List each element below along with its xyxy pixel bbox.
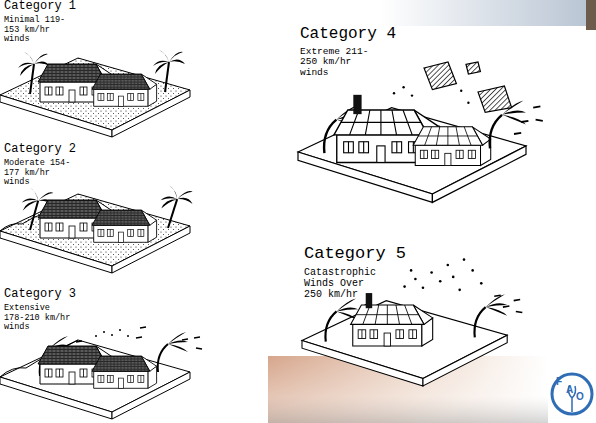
house	[92, 356, 157, 388]
roof-debris	[95, 327, 188, 340]
category-heading: Category 5	[304, 245, 406, 264]
category-heading: Category 1	[4, 0, 76, 13]
wind-description: Extreme 211-250 km/hr winds	[300, 47, 378, 79]
wind-description: Minimal 119-153 km/hr winds	[4, 16, 73, 45]
flying-roof-piece	[466, 62, 480, 74]
category-panel: Category 3 Extensive 178-210 km/hr winds	[4, 288, 76, 333]
logo-letter: A	[566, 385, 573, 395]
category-heading: Category 3	[4, 288, 76, 301]
palm-tree	[158, 332, 202, 372]
palm-tree	[474, 294, 522, 337]
category-1-illustration	[0, 50, 190, 137]
category-3-illustration	[0, 327, 202, 419]
fao-logo	[552, 374, 592, 414]
banner-edge	[586, 0, 596, 30]
flying-debris	[403, 258, 509, 307]
ground-slab	[302, 301, 507, 386]
flying-roof-piece	[424, 62, 456, 90]
roof-debris	[393, 86, 529, 134]
palm-tree	[153, 50, 185, 92]
wind-description: Catastrophic Winds Over 250 km/hr	[304, 267, 386, 301]
house	[92, 74, 157, 106]
logo-letter: F	[556, 377, 562, 387]
banner-gradient	[380, 0, 596, 26]
category-panel: Category 5 Catastrophic Winds Over 250 km…	[304, 245, 406, 300]
damaged-house	[413, 127, 491, 166]
ground-slab	[0, 194, 190, 273]
house	[92, 210, 157, 242]
wind-description: Extensive 178-210 km/hr winds	[4, 304, 73, 333]
wind-description: Moderate 154-177 km/hr winds	[4, 159, 73, 188]
category-heading: Category 2	[4, 143, 76, 156]
palm-tree	[156, 185, 195, 232]
ground-slab	[298, 108, 526, 203]
ground-slab	[0, 58, 190, 137]
category-panel: Category 1 Minimal 119-153 km/hr winds	[4, 0, 76, 45]
category-2-illustration	[0, 185, 195, 273]
logo-letter: O	[576, 392, 584, 402]
category-panel: Category 2 Moderate 154-177 km/hr winds	[4, 143, 76, 188]
category-heading: Category 4	[300, 26, 396, 44]
destroyed-house	[351, 293, 433, 346]
category-panel: Category 4 Extreme 211-250 km/hr winds	[300, 26, 396, 78]
category-5-illustration	[302, 258, 522, 386]
flying-roof-piece	[478, 86, 512, 112]
category-4-illustration	[298, 62, 543, 202]
